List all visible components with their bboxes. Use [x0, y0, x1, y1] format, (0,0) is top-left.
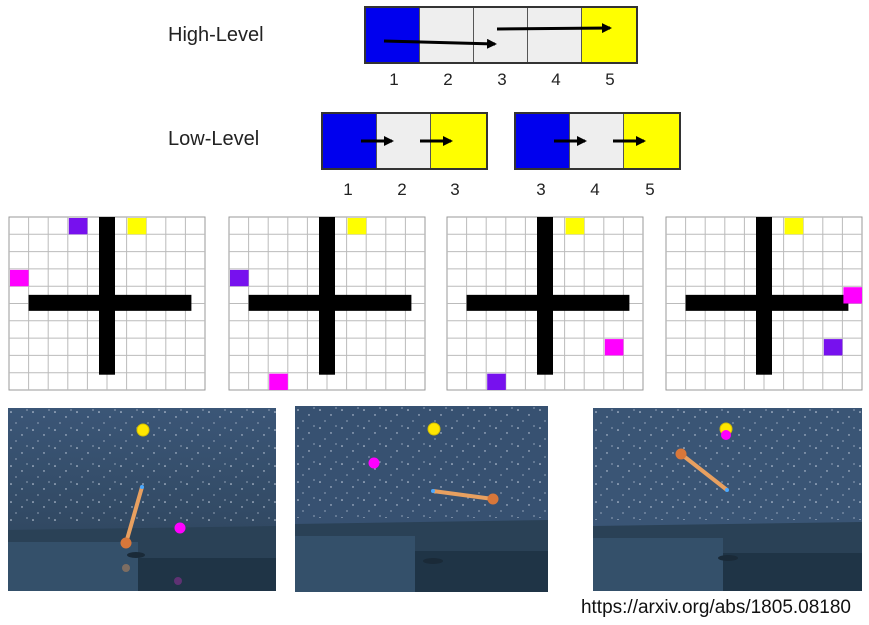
goal-cell — [347, 218, 367, 235]
low-level-strip-b — [514, 112, 681, 170]
goal-cell — [565, 218, 585, 235]
robot-arm-scene-3 — [593, 408, 862, 591]
goal-cell — [127, 218, 147, 235]
robot-arm-scene-1 — [8, 408, 276, 591]
low-b-num-3: 5 — [645, 180, 655, 199]
wall-horizontal — [28, 294, 192, 311]
magenta-target-icon — [721, 430, 731, 440]
yellow-target-icon — [136, 423, 150, 437]
high-cell-2 — [420, 8, 474, 62]
yellow-target-icon — [427, 422, 441, 436]
high-level-label: High-Level — [168, 24, 264, 46]
wall-horizontal — [685, 294, 849, 311]
agent-cell — [68, 218, 88, 235]
high-cell-5 — [582, 8, 636, 62]
subgoal-cell — [269, 373, 288, 390]
agent-cell — [487, 373, 506, 390]
agent-cell — [823, 339, 843, 356]
low-a-cell-1 — [323, 114, 377, 168]
low-a-num-2: 2 — [397, 180, 407, 199]
arm-base — [487, 493, 499, 505]
arm-link — [124, 486, 144, 544]
magenta-target-icon — [368, 457, 380, 469]
low-level-strip-a — [321, 112, 488, 170]
grid-panel-3 — [446, 216, 644, 391]
robot-arm-scene-2 — [295, 406, 548, 592]
high-num-2: 2 — [443, 70, 453, 89]
grid-panel-1 — [8, 216, 206, 391]
source-url[interactable]: https://arxiv.org/abs/1805.08180 — [580, 597, 851, 618]
goal-cell — [784, 218, 804, 235]
arm-link — [432, 489, 494, 501]
low-b-cell-1 — [516, 114, 570, 168]
low-a-num-1: 1 — [343, 180, 353, 199]
arm-link — [679, 452, 729, 492]
high-cell-4 — [528, 8, 582, 62]
arm-base — [120, 537, 132, 549]
arm-base — [675, 448, 687, 460]
subgoal-cell — [10, 269, 29, 287]
high-num-3: 3 — [497, 70, 507, 89]
low-level-label: Low-Level — [168, 128, 260, 150]
low-b-cell-3 — [624, 114, 679, 168]
high-num-5: 5 — [605, 70, 615, 89]
magenta-target-icon — [174, 522, 186, 534]
grid-panel-4 — [665, 216, 863, 391]
wall-horizontal — [248, 294, 412, 311]
low-a-cell-3 — [431, 114, 486, 168]
subgoal-cell — [604, 339, 624, 356]
low-b-num-2: 4 — [590, 180, 600, 199]
low-a-num-3: 3 — [450, 180, 460, 199]
subgoal-cell — [843, 287, 862, 304]
low-b-cell-2 — [570, 114, 624, 168]
high-num-1: 1 — [389, 70, 399, 89]
high-cell-3 — [474, 8, 528, 62]
high-num-4: 4 — [551, 70, 561, 89]
low-b-num-1: 3 — [536, 180, 546, 199]
high-cell-1 — [366, 8, 420, 62]
low-a-cell-2 — [377, 114, 431, 168]
high-level-strip — [364, 6, 638, 64]
grid-panel-2 — [228, 216, 426, 391]
wall-horizontal — [466, 294, 630, 311]
agent-cell — [230, 269, 249, 287]
